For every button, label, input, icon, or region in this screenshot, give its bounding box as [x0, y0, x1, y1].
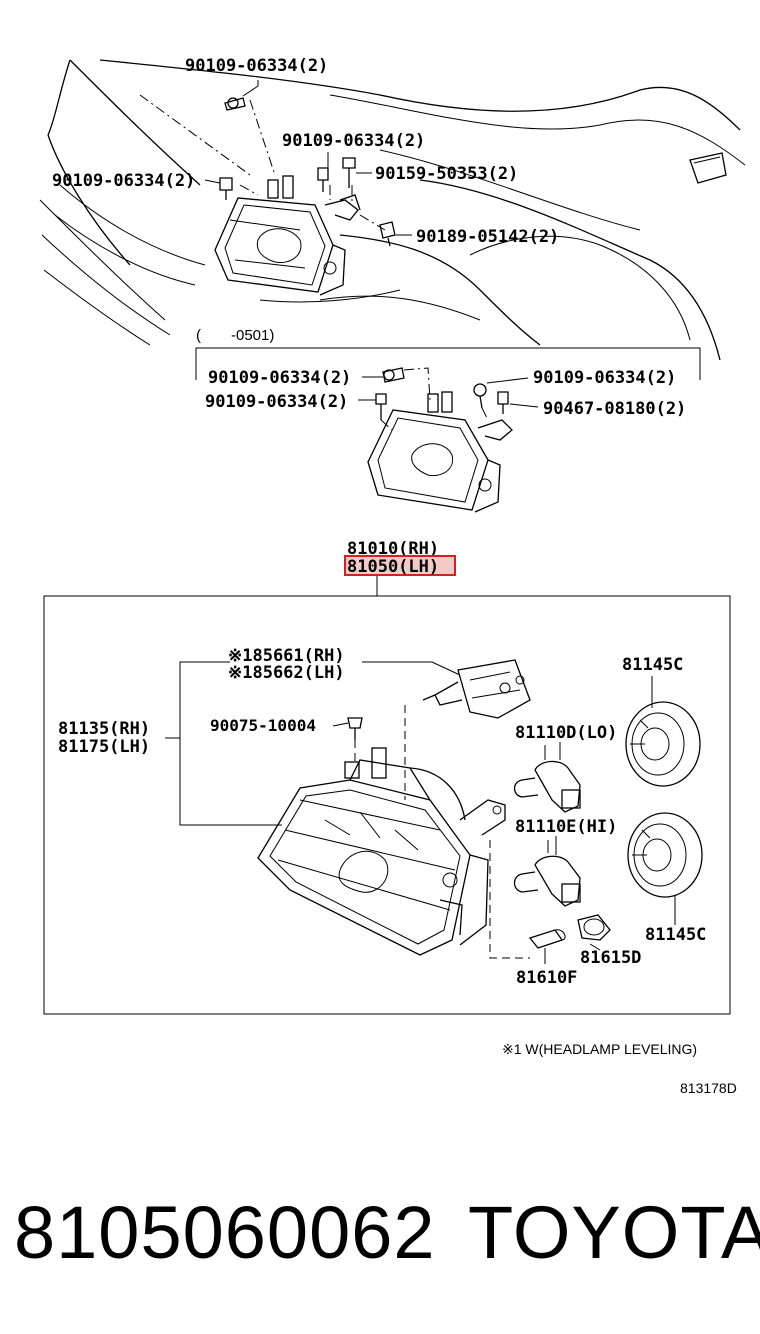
top-label-3: 90109-06334(2): [52, 171, 195, 191]
housing-rh-label: 81135(RH): [58, 719, 150, 739]
assembly-frame: [43, 595, 731, 1015]
assembly-part-lh-highlight: [344, 555, 456, 576]
cover-top-label: 81145C: [622, 655, 683, 675]
middle-label-3: 90109-06334(2): [533, 368, 676, 388]
socket-label: 81615D: [580, 948, 641, 968]
housing-lh-label: 81175(LH): [58, 737, 150, 757]
assembly-leaders: [165, 661, 676, 964]
top-headlamp-drawing: [214, 175, 361, 296]
bulb-hi-label: 81110E(HI): [515, 817, 617, 837]
assembly-part-rh: 81010(RH): [347, 539, 439, 559]
top-leaders: [204, 80, 412, 236]
screw-label: 90075-10004: [210, 716, 316, 735]
bulb-lo-drawing: [513, 745, 581, 813]
middle-label-2: 90109-06334(2): [205, 392, 348, 412]
top-label-5: 90189-05142(2): [416, 227, 559, 247]
top-label-1: 90109-06334(2): [185, 56, 328, 76]
assembly-part-lh: 81050(LH): [347, 557, 439, 577]
main-headlamp-drawing: [257, 747, 506, 956]
middle-bolts: [375, 367, 509, 420]
bulb-lo-label: 81110D(LO): [515, 723, 617, 743]
top-bolts: [219, 97, 396, 247]
top-label-4: 90159-50353(2): [375, 164, 518, 184]
date-range-label: ( -0501): [196, 327, 274, 344]
part-number: 8105060062: [14, 1191, 436, 1274]
leveling-lh-label: ※185662(LH): [228, 663, 345, 683]
socket-drawing: [577, 914, 611, 941]
vehicle-front-sketch: [39, 59, 746, 361]
footer: 8105060062 TOYOTA: [0, 1180, 760, 1290]
middle-bracket: [195, 347, 701, 380]
small-bulb-drawing: [528, 929, 566, 949]
small-bulb-label: 81610F: [516, 968, 577, 988]
leveling-rh-label: ※185661(RH): [228, 646, 345, 666]
cover-bottom-label: 81145C: [645, 925, 706, 945]
middle-leaders: [358, 367, 539, 431]
screw-drawing: [347, 717, 363, 740]
cover-bottom-drawing: [627, 812, 703, 898]
brand-name: TOYOTA: [468, 1191, 760, 1274]
middle-label-1: 90109-06334(2): [208, 368, 351, 388]
middle-headlamp-drawing: [367, 391, 513, 513]
footnote: ※1 W(HEADLAMP LEVELING): [502, 1041, 697, 1057]
drawing-id: 813178D: [680, 1080, 737, 1096]
middle-label-4: 90467-08180(2): [543, 399, 686, 419]
cover-top-drawing: [625, 701, 701, 787]
leveling-motor-drawing: [422, 659, 531, 719]
top-label-2: 90109-06334(2): [282, 131, 425, 151]
bulb-hi-drawing: [513, 840, 581, 907]
